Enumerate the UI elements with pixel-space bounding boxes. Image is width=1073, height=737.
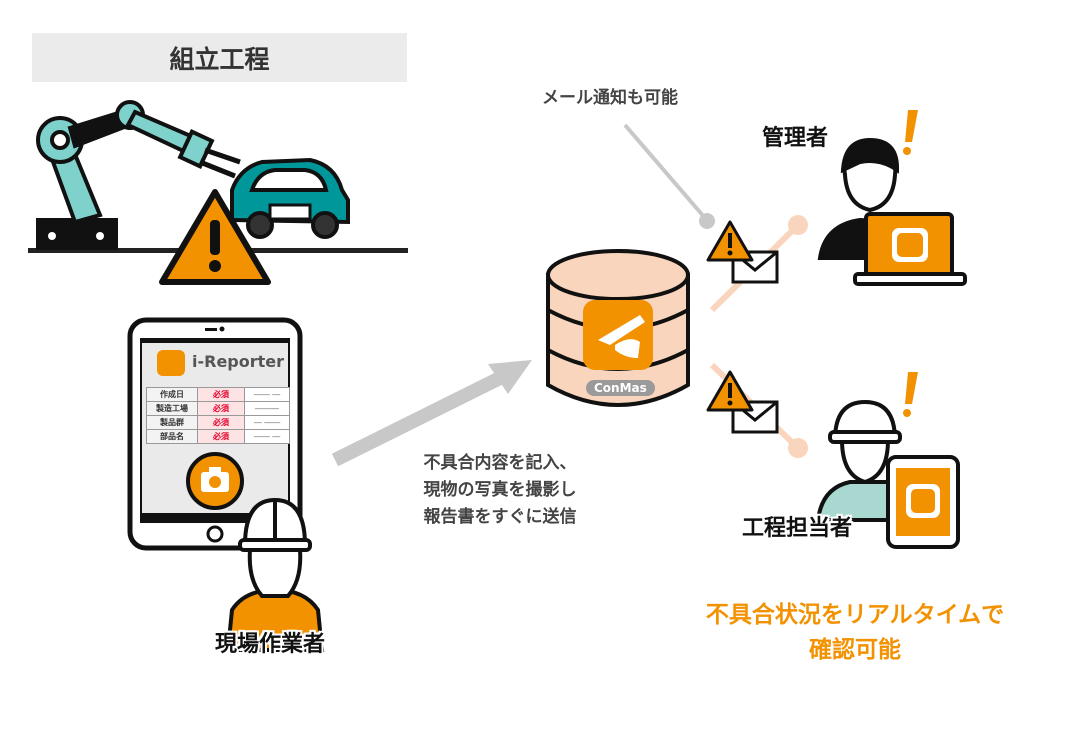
mail-pointer-dot bbox=[699, 213, 715, 229]
required-badge: 必須 bbox=[197, 415, 245, 430]
form-row[interactable]: 部品名必須―― ― bbox=[146, 429, 290, 444]
action-caption: 不具合内容を記入、 現物の写真を撮影し 報告書をすぐに送信 bbox=[380, 450, 620, 531]
form-row[interactable]: 製品群必須― ―― bbox=[146, 415, 290, 430]
caption-line: 現物の写真を撮影し bbox=[423, 480, 577, 500]
process-owner-label: 工程担当者 bbox=[742, 516, 853, 541]
warning-icon bbox=[159, 189, 271, 285]
caption-line: 報告書をすぐに送信 bbox=[423, 507, 577, 527]
process-label: 組立工程 bbox=[32, 33, 407, 82]
mail-pointer-line bbox=[623, 123, 707, 220]
robot-arm-icon bbox=[36, 100, 241, 250]
server-label-wrap: ConMas bbox=[586, 377, 655, 396]
mail-note: メール通知も可能 bbox=[542, 88, 678, 108]
caption-line: 確認可能 bbox=[809, 637, 901, 663]
caption-line: 不具合内容を記入、 bbox=[423, 453, 577, 473]
form-row[interactable]: 製造工場必須――― bbox=[146, 401, 290, 416]
mail-alert-icon bbox=[706, 220, 779, 284]
mail-alert-icon bbox=[706, 370, 779, 434]
app-title: i-Reporter bbox=[192, 352, 285, 371]
exclamation-icon bbox=[903, 110, 918, 417]
camera-button[interactable] bbox=[186, 452, 244, 510]
server-label: ConMas bbox=[586, 380, 655, 396]
field-worker-label: 現場作業者 bbox=[215, 632, 326, 657]
required-badge: 必須 bbox=[197, 429, 245, 444]
required-badge: 必須 bbox=[197, 401, 245, 416]
laptop-icon bbox=[853, 212, 967, 286]
manager-label: 管理者 bbox=[762, 126, 829, 151]
caption-line: 不具合状況をリアルタイムで bbox=[705, 602, 1005, 628]
required-badge: 必須 bbox=[197, 387, 245, 402]
report-form: 作成日必須―― ― 製造工場必須――― 製品群必須― ―― 部品名必須―― ― bbox=[146, 387, 290, 444]
process-owner-avatar bbox=[815, 399, 908, 522]
car-icon bbox=[230, 157, 350, 239]
result-caption: 不具合状況をリアルタイムで 確認可能 bbox=[660, 598, 1050, 668]
tablet-icon bbox=[886, 455, 960, 549]
arrow-head bbox=[488, 360, 532, 394]
form-row[interactable]: 作成日必須―― ― bbox=[146, 387, 290, 402]
field-worker-avatar bbox=[225, 497, 325, 652]
send-arrow bbox=[331, 371, 504, 467]
